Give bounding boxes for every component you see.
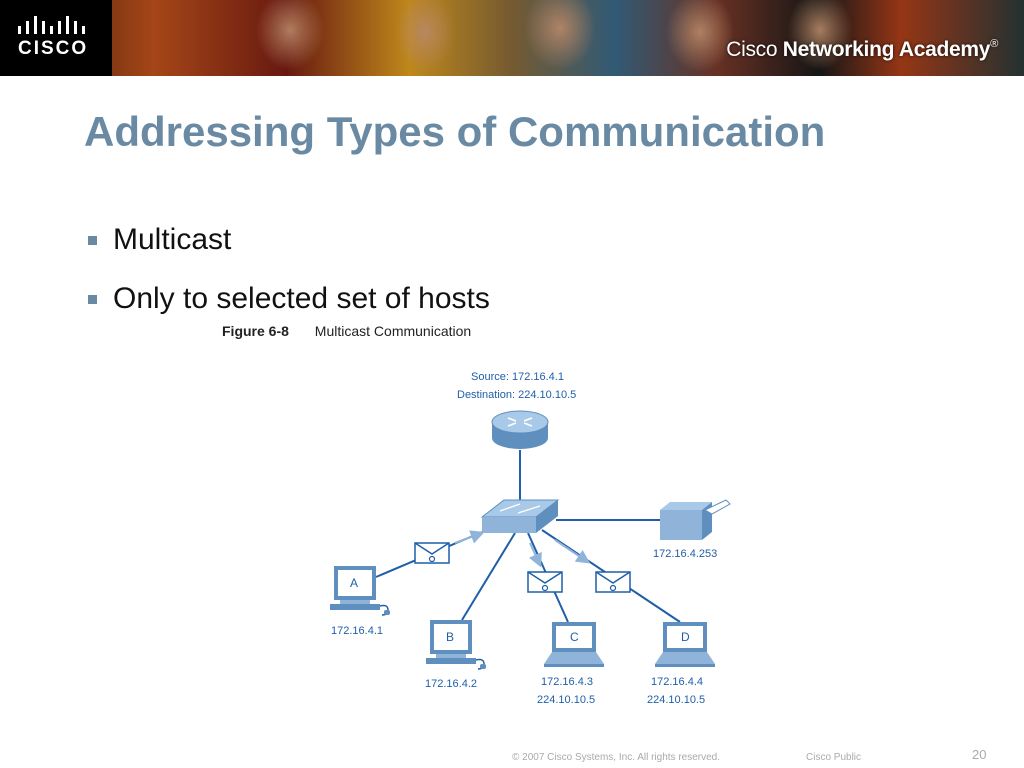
host-letter-b: B <box>446 630 455 644</box>
envelope-icon <box>527 571 563 593</box>
envelope-icon <box>414 542 450 564</box>
host-d-ip: 172.16.4.4 <box>651 676 703 688</box>
arrow-switch-to-d <box>554 539 591 564</box>
printer-icon <box>660 499 731 540</box>
cisco-wordmark: CISCO <box>18 38 89 59</box>
desktop-computer-icon <box>330 566 390 616</box>
envelope-icon <box>595 571 631 593</box>
host-letter-c: C <box>570 630 579 644</box>
traffic-arrows <box>454 530 591 568</box>
slide-title: Addressing Types of Communication <box>84 108 826 155</box>
host-c-ip: 172.16.4.3 <box>541 676 593 688</box>
footer-classification: Cisco Public <box>806 752 862 763</box>
figure-caption: Figure 6-8 Multicast Communication <box>222 323 471 339</box>
footer-copyright: © 2007 Cisco Systems, Inc. All rights re… <box>512 752 721 763</box>
host-letter-a: A <box>350 576 359 590</box>
page-number: 20 <box>972 747 987 762</box>
host-c-group: 224.10.10.5 <box>537 694 596 706</box>
link-switch-b <box>461 532 516 621</box>
arrow-a-to-switch <box>454 530 485 544</box>
laptop-computer-icon <box>544 622 604 667</box>
host-b-ip: 172.16.4.2 <box>425 678 477 690</box>
bullet-text: Multicast <box>113 223 232 256</box>
academy-brand: Cisco Networking Academy® <box>726 38 998 62</box>
registered-mark: ® <box>990 38 998 50</box>
academy-suffix: Networking Academy <box>782 38 991 61</box>
network-links <box>375 450 681 623</box>
banner-photo-strip <box>0 0 1024 76</box>
desktop-computer-icon <box>426 620 486 670</box>
host-a-ip: 172.16.4.1 <box>331 625 383 637</box>
bullet-text: Only to selected set of hosts <box>113 282 490 315</box>
header-banner: CISCO Cisco Networking Academy® <box>0 0 1024 76</box>
academy-prefix: Cisco <box>726 38 778 61</box>
host-d-group: 224.10.10.5 <box>647 694 706 706</box>
bullet-item: Multicast <box>88 220 490 260</box>
printer-ip-label: 172.16.4.253 <box>653 548 718 560</box>
bullet-list: Multicast Only to selected set of hosts <box>88 220 490 338</box>
switch-icon <box>480 499 560 533</box>
figure-caption-text: Multicast Communication <box>314 323 472 339</box>
bullet-square-icon <box>88 294 97 304</box>
bullet-item: Only to selected set of hosts <box>88 279 490 319</box>
bullet-square-icon <box>88 235 97 245</box>
arrow-switch-to-c <box>528 542 542 568</box>
cisco-logo: CISCO <box>0 0 112 76</box>
cisco-bridge-icon <box>18 16 85 34</box>
destination-label: Destination: 224.10.10.5 <box>457 389 577 401</box>
source-label: Source: 172.16.4.1 <box>471 371 564 383</box>
figure-number: Figure 6-8 <box>222 323 289 339</box>
router-icon <box>491 410 549 449</box>
host-letter-d: D <box>681 630 690 644</box>
laptop-computer-icon <box>655 622 715 667</box>
